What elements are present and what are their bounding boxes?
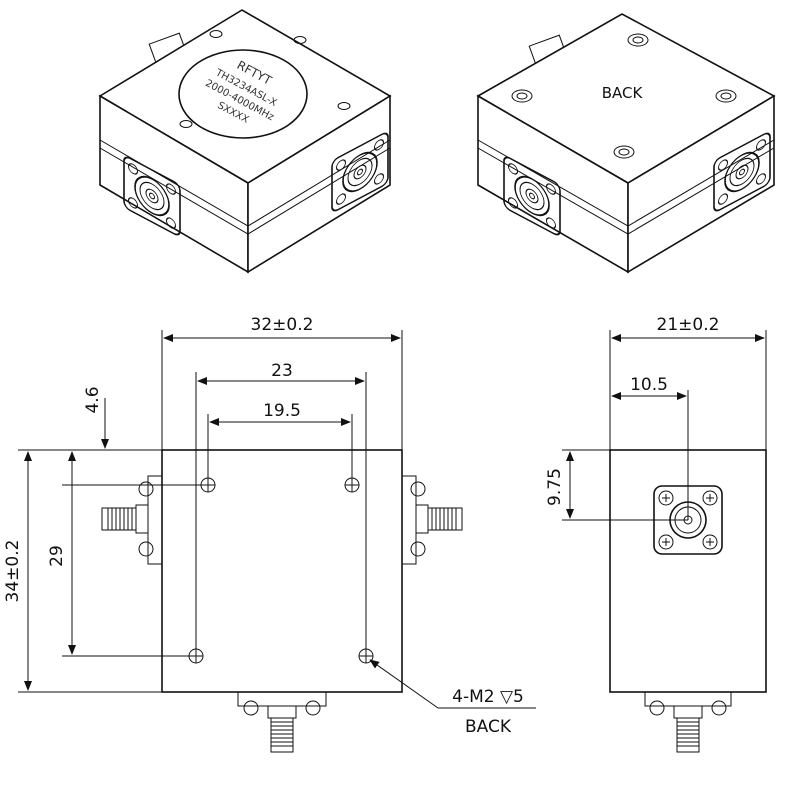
thread-callout: 4-M2 ▽5 <box>452 687 524 707</box>
hole-markers <box>188 477 374 664</box>
dim-connector-y: 9.75 <box>545 468 565 506</box>
dim-depth-total: 21±0.2 <box>657 315 720 335</box>
iso-view-back: BACK <box>476 13 776 274</box>
dim-offset-top: 4.6 <box>83 386 103 413</box>
iso-view-front: RFTYT TH3234ASL-X 2000-4000MHz SXXXX <box>98 9 392 274</box>
back-note: BACK <box>465 717 512 737</box>
dim-connector-x: 10.5 <box>630 375 668 395</box>
back-label: BACK <box>602 84 644 102</box>
side-view: 21±0.2 10.5 9.75 <box>545 315 767 753</box>
dim-width-total: 32±0.2 <box>251 315 314 335</box>
dim-height-holes: 29 <box>47 545 67 567</box>
dim-height-total: 34±0.2 <box>3 540 23 603</box>
dim-hole-outer: 23 <box>271 361 293 381</box>
front-view: 32±0.2 23 19.5 4.6 29 34±0.2 4-M2 ▽5 BAC… <box>3 315 536 753</box>
dim-hole-inner: 19.5 <box>263 401 301 421</box>
